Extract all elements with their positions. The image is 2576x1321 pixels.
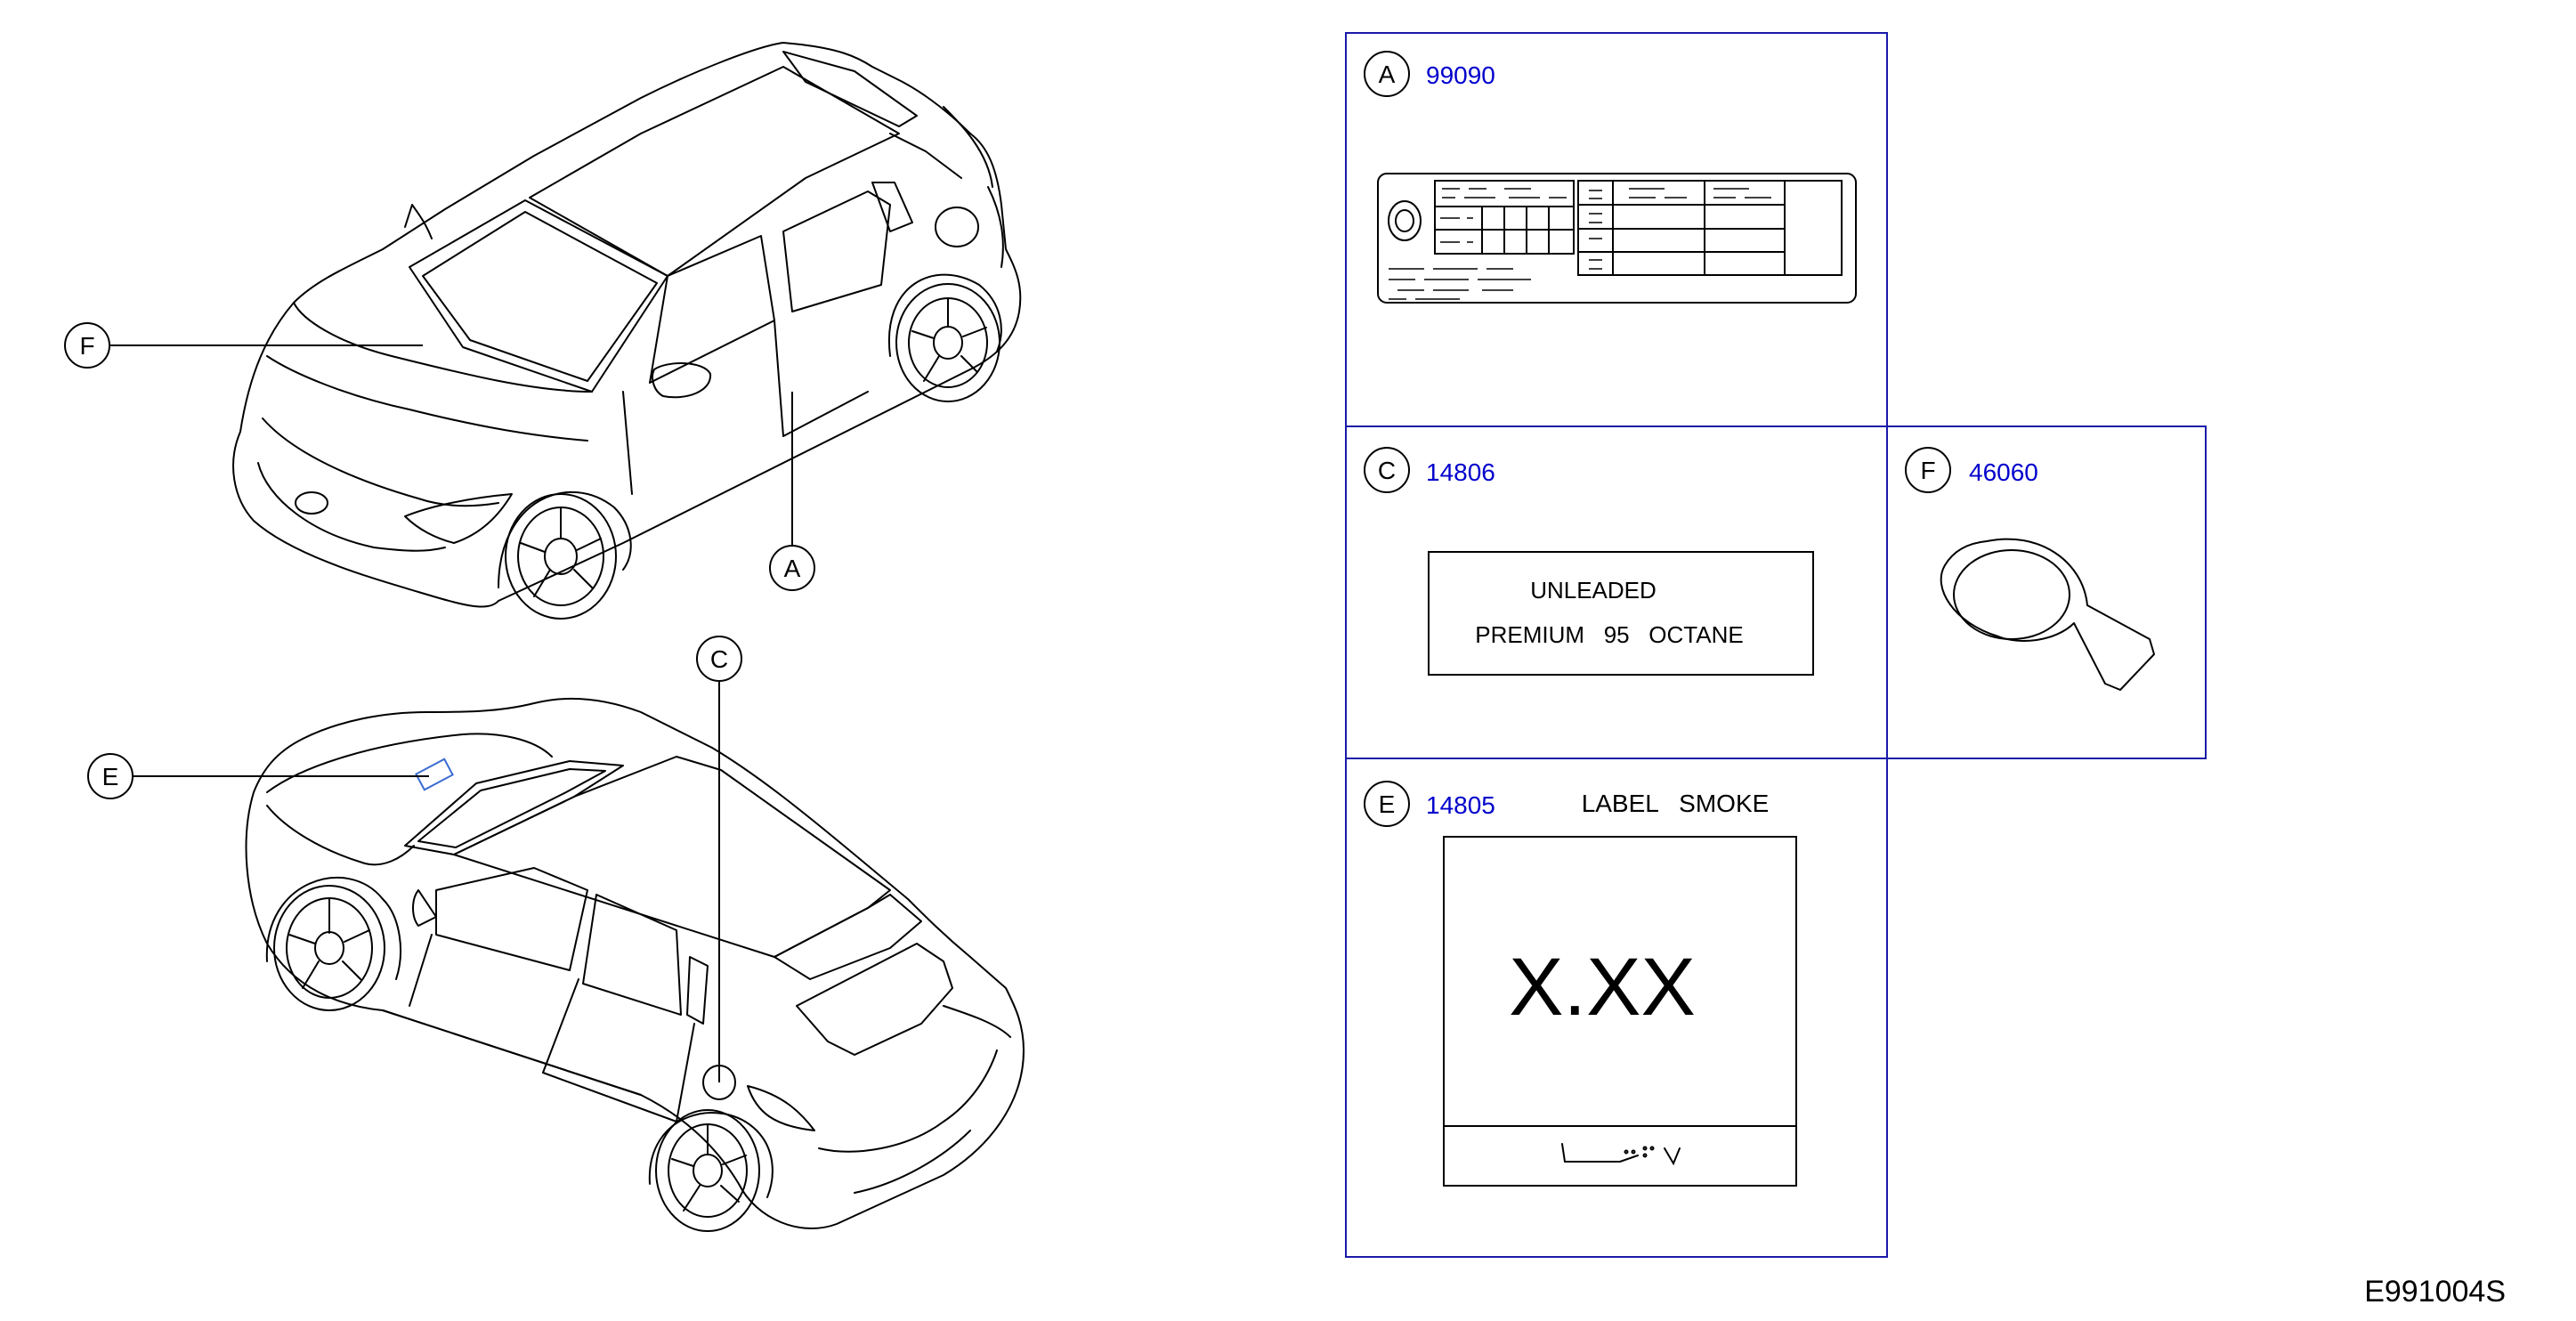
- callout-letter-f: F: [79, 332, 94, 360]
- callout-letter-c: C: [710, 645, 728, 673]
- panel-a-letter-circle: [1364, 51, 1410, 97]
- fuel-label-line1: UNLEADED: [1530, 577, 1657, 604]
- callout-f-top: [64, 322, 423, 369]
- panel-a-letter: A: [1379, 61, 1396, 88]
- panel-e-letter: E: [1379, 790, 1396, 818]
- callout-letter-a: A: [784, 555, 801, 582]
- panel-c-letter: C: [1378, 457, 1396, 484]
- panel-e-part-number: 14805: [1426, 791, 1495, 819]
- panel-frames: [1345, 32, 2207, 1258]
- callout-letter-e: E: [102, 763, 119, 790]
- panel-f: F 46060: [1905, 447, 2155, 691]
- tire-label-icon: [1377, 173, 1857, 304]
- panel-c-part-number: 14806: [1426, 458, 1495, 486]
- panel-a-part-number: 99090: [1426, 61, 1495, 89]
- panel-f-part-number: 46060: [1969, 458, 2038, 486]
- emission-script-icon: [1561, 1143, 1681, 1166]
- panel-a: A 99090: [1364, 51, 1857, 304]
- callout-e-bottom: [87, 753, 429, 799]
- panel-e-title: LABEL SMOKE: [1582, 790, 1770, 817]
- callout-a-top: [769, 392, 815, 591]
- callout-c-bottom: [696, 636, 742, 1082]
- panel-c-letter-circle: [1364, 447, 1410, 493]
- panel-f-letter: F: [1920, 457, 1935, 484]
- car-front-view: [232, 42, 1022, 620]
- emission-label-location: [415, 758, 454, 791]
- fuel-label: [1428, 551, 1814, 676]
- car-rear-view: [245, 697, 1025, 1232]
- panel-f-letter-circle: [1905, 447, 1951, 493]
- panel-e-letter-circle: [1364, 781, 1410, 827]
- fuel-label-line2: PREMIUM 95 OCTANE: [1475, 621, 1743, 648]
- smoke-label-value: X.XX: [1509, 942, 1696, 1033]
- fuel-cap-seal-icon: [1940, 538, 2155, 691]
- panel-c: C 14806 UNLEADED PREMIUM 95 OCTANE: [1364, 447, 1814, 676]
- diagram-id: E991004S: [2364, 1275, 2506, 1309]
- panel-e: E 14805 LABEL SMOKE X.XX: [1364, 781, 1797, 1187]
- smoke-label: [1443, 836, 1797, 1187]
